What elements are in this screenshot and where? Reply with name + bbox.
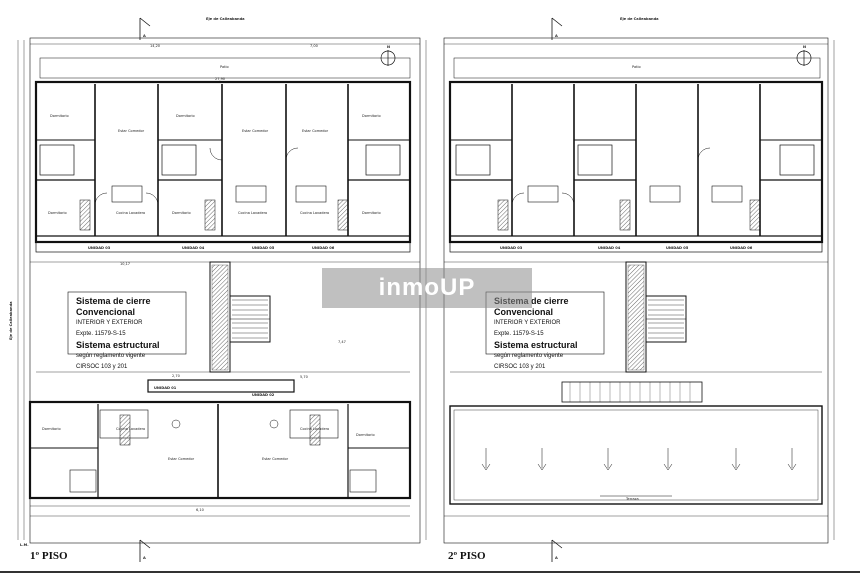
note-left-line5: Sistema estructural [76, 340, 160, 350]
unit-label-03: UNIDAD 03 [88, 246, 111, 250]
patio-label-right: Patio [632, 65, 641, 69]
unit-label-02: UNIDAD 02 [252, 393, 275, 397]
left-plan-labels: Eje de Calleabanda Patio 14,20 7,00 27,9… [20, 17, 390, 560]
level-label: L.M. [20, 543, 29, 547]
room-dorm-1: Dormitorio [50, 114, 69, 118]
note-left-line4: Expte. 11579-S-15 [76, 331, 126, 337]
note-right-line5: Sistema estructural [494, 340, 578, 350]
room-dorm-6: Dormitorio [362, 211, 381, 215]
note-left-line2: Convencional [76, 307, 136, 317]
room-dorm-3: Dormitorio [362, 114, 381, 118]
unit-label-06: UNIDAD 06 [312, 246, 335, 250]
unit-label-01: UNIDAD 01 [154, 386, 177, 390]
dim-left-8: 5,70 [300, 375, 308, 379]
room-dorm-8: Dormitorio [356, 433, 375, 437]
room-estar-1: Estar Comedor [118, 129, 145, 133]
room-dorm-7: Dormitorio [42, 427, 61, 431]
north-label-left: N [387, 45, 390, 49]
room-estar-5: Estar Comedor [262, 457, 289, 461]
note-left-line6: según reglamento vigente [76, 353, 146, 359]
note-right-line3: INTERIOR Y EXTERIOR [494, 320, 561, 326]
unit-label-r06: UNIDAD 06 [730, 246, 753, 250]
patio-label-left: Patio [220, 65, 229, 69]
floor-label-2: 2º PISO [448, 550, 486, 562]
unit-label-04: UNIDAD 04 [182, 246, 205, 250]
note-right-line6: según reglamento vigente [494, 353, 564, 359]
room-cocina-4: Cocina Lavadero [116, 427, 145, 431]
north-label-right: N [803, 45, 806, 49]
dim-left-7: 6,10 [196, 508, 204, 512]
right-plan-labels: Eje de Calleabanda Patio N A A UNIDAD 03… [500, 17, 806, 560]
room-estar-3: Estar Comedor [302, 129, 329, 133]
note-right-line2: Convencional [494, 307, 554, 317]
dim-left-3: 27,90 [215, 77, 225, 81]
plan-1-piso [17, 17, 427, 562]
dim-left-4: 10,17 [120, 262, 130, 266]
room-cocina-5: Cocina Lavadero [300, 427, 329, 431]
note-left: Sistema de cierre Convencional INTERIOR … [76, 296, 160, 373]
watermark-text: inmoUP [378, 274, 476, 301]
street-label-left: Eje de Calleabanda [206, 17, 245, 21]
note-right-line4: Expte. 11579-S-15 [494, 331, 544, 337]
bottom-divider [0, 571, 860, 573]
dim-left-6: 2,70 [172, 374, 180, 378]
floor-label-1: 1º PISO [30, 550, 68, 562]
room-estar-4: Estar Comedor [168, 457, 195, 461]
unit-label-r05: UNIDAD 05 [666, 246, 689, 250]
room-estar-2: Estar Comedor [242, 129, 269, 133]
unit-label-05: UNIDAD 05 [252, 246, 275, 250]
note-left-line7: CIRSOC 103 y 201 [76, 364, 128, 370]
room-cocina-3: Cocina Lavadero [300, 211, 329, 215]
room-dorm-5: Dormitorio [172, 211, 191, 215]
unit-label-r03: UNIDAD 03 [500, 246, 523, 250]
dim-left-1: 14,20 [150, 44, 160, 48]
terraza-label: Terraza [625, 497, 639, 501]
watermark: inmoUP [322, 268, 532, 308]
room-cocina-2: Cocina Lavadero [238, 211, 267, 215]
room-dorm-4: Dormitorio [48, 211, 67, 215]
cut-label-left-top: A [143, 34, 146, 38]
unit-label-r04: UNIDAD 04 [598, 246, 621, 250]
note-left-line1: Sistema de cierre [76, 296, 151, 306]
dim-left-5: 7,47 [338, 340, 346, 344]
street-label-side: Eje de Calleabanda [9, 301, 13, 340]
plan-2-piso [443, 17, 835, 562]
cut-label-right-bottom: A [555, 556, 558, 560]
room-cocina-1: Cocina Lavadero [116, 211, 145, 215]
room-dorm-2: Dormitorio [176, 114, 195, 118]
dim-left-2: 7,00 [310, 44, 318, 48]
cut-label-left-bottom: A [143, 556, 146, 560]
note-left-line3: INTERIOR Y EXTERIOR [76, 320, 143, 326]
street-label-right: Eje de Calleabanda [620, 17, 659, 21]
note-right-line7: CIRSOC 103 y 201 [494, 364, 546, 370]
cut-label-right-top: A [555, 34, 558, 38]
